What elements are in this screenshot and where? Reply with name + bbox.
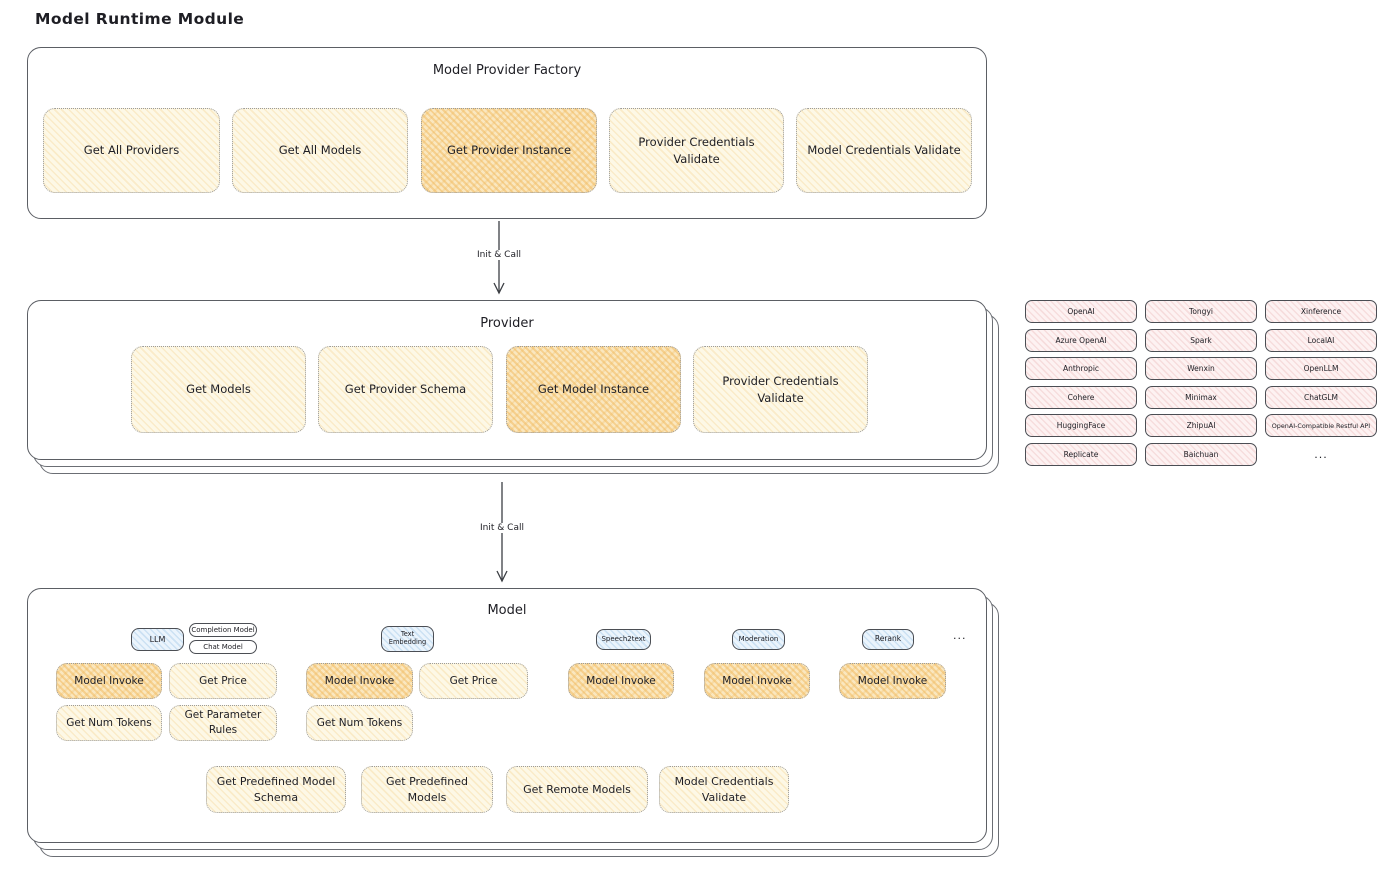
get-remote-models-node: Get Remote Models <box>506 766 648 813</box>
provider-chip-replicate: Replicate <box>1025 442 1137 466</box>
provider-chip-tongyi: Tongyi <box>1145 300 1257 323</box>
model-tags-ellipsis: ... <box>953 629 967 642</box>
llm-get-num-tokens-node: Get Num Tokens <box>56 705 162 741</box>
get-models-node: Get Models <box>131 346 306 433</box>
provider-chip-anthropic: Anthropic <box>1025 357 1137 380</box>
rerank-model-invoke-node: Model Invoke <box>839 663 946 699</box>
provider-chip-azure-openai: Azure OpenAI <box>1025 328 1137 352</box>
get-provider-schema-node: Get Provider Schema <box>318 346 493 433</box>
provider-chip-openai: OpenAI <box>1025 300 1137 323</box>
embedding-model-invoke-node: Model Invoke <box>306 663 413 699</box>
provider-chip-openllm: OpenLLM <box>1265 357 1377 380</box>
provider-credentials-validate-node-2: Provider Credentials Validate <box>693 346 868 433</box>
provider-implementations-grid: OpenAI Tongyi Xinference Azure OpenAI Sp… <box>1025 300 1377 466</box>
page-title: Model Runtime Module <box>35 10 245 28</box>
provider-chip-localai: LocalAI <box>1265 328 1377 352</box>
model-credentials-validate-node: Model Credentials Validate <box>796 108 972 193</box>
provider-chip-openai-compatible: OpenAI-Compatible Restful API <box>1265 414 1377 437</box>
model-box: Model LLM Completion Model Chat Model Te… <box>27 588 987 843</box>
embedding-get-num-tokens-node: Get Num Tokens <box>306 705 413 741</box>
provider-chip-zhipuai: ZhipuAI <box>1145 414 1257 437</box>
rerank-tag: Rerank <box>862 629 914 650</box>
completion-model-pill: Completion Model <box>189 623 257 637</box>
arrow-factory-to-provider: Init & Call <box>474 221 524 299</box>
moderation-model-invoke-node: Model Invoke <box>704 663 810 699</box>
llm-model-invoke-node: Model Invoke <box>56 663 162 699</box>
get-provider-instance-node: Get Provider Instance <box>421 108 597 193</box>
provider-chip-spark: Spark <box>1145 328 1257 352</box>
get-all-models-node: Get All Models <box>232 108 408 193</box>
llm-get-parameter-rules-node: Get Parameter Rules <box>169 705 277 741</box>
chat-model-pill: Chat Model <box>189 640 257 654</box>
text-embedding-tag: Text Embedding <box>381 626 434 652</box>
provider-chip-wenxin: Wenxin <box>1145 357 1257 380</box>
provider-title: Provider <box>480 316 534 331</box>
provider-chip-baichuan: Baichuan <box>1145 442 1257 466</box>
model-title: Model <box>487 603 527 618</box>
provider-box: Provider Get Models Get Provider Schema … <box>27 300 987 460</box>
get-predefined-models-node: Get Predefined Models <box>361 766 493 813</box>
get-predefined-model-schema-node: Get Predefined Model Schema <box>206 766 346 813</box>
moderation-tag: Moderation <box>732 629 785 650</box>
model-credentials-validate-node-2: Model Credentials Validate <box>659 766 789 813</box>
arrow1-label: Init & Call <box>474 250 524 260</box>
provider-chip-huggingface: HuggingFace <box>1025 414 1137 437</box>
provider-chip-xinference: Xinference <box>1265 300 1377 323</box>
provider-grid-ellipsis: ... <box>1314 447 1328 461</box>
speech2text-tag: Speech2text <box>596 629 651 650</box>
provider-chip-chatglm: ChatGLM <box>1265 385 1377 409</box>
arrow-provider-to-model: Init & Call <box>477 482 527 587</box>
arrow2-label: Init & Call <box>477 523 527 533</box>
get-model-instance-node: Get Model Instance <box>506 346 681 433</box>
factory-title: Model Provider Factory <box>432 63 582 78</box>
get-all-providers-node: Get All Providers <box>43 108 220 193</box>
speech2text-model-invoke-node: Model Invoke <box>568 663 674 699</box>
provider-credentials-validate-node: Provider Credentials Validate <box>609 108 784 193</box>
provider-chip-cohere: Cohere <box>1025 385 1137 409</box>
llm-tag: LLM <box>131 628 184 651</box>
embedding-get-price-node: Get Price <box>419 663 528 699</box>
provider-chip-minimax: Minimax <box>1145 385 1257 409</box>
llm-get-price-node: Get Price <box>169 663 277 699</box>
model-provider-factory-box: Model Provider Factory Get All Providers… <box>27 47 987 219</box>
